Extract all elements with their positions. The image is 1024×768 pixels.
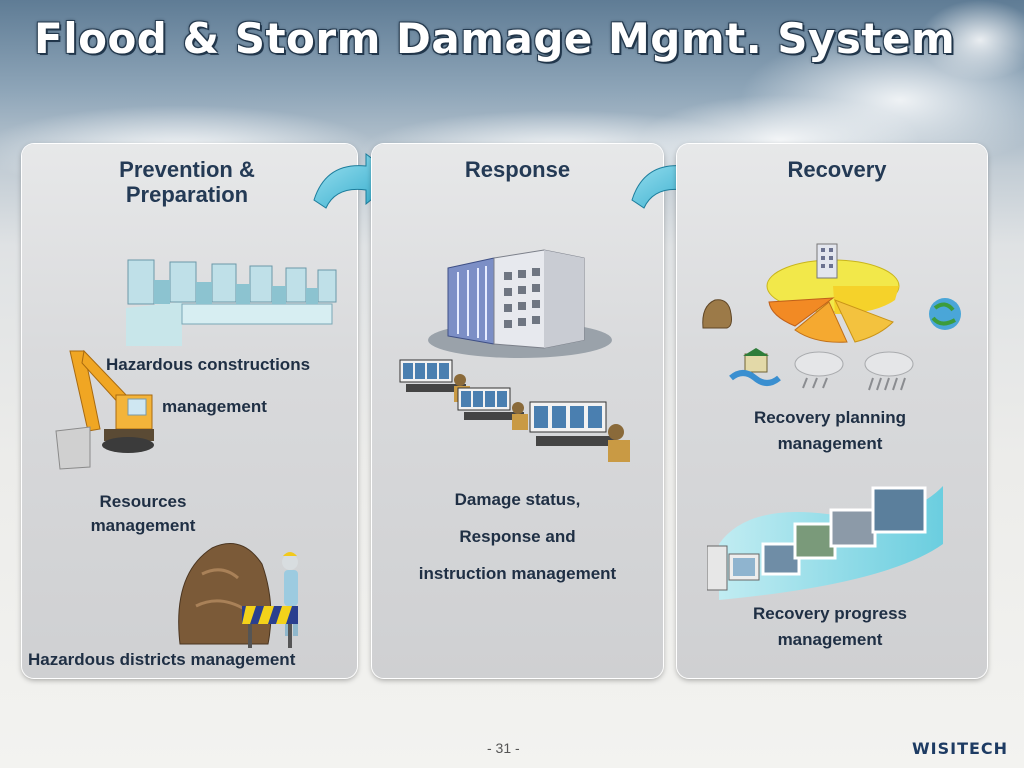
progress-photos-icon — [707, 486, 943, 600]
damage-label-line1: Damage status, — [454, 490, 581, 509]
recovery-planning-line2: management — [777, 434, 883, 453]
prevention-title-line1: Prevention & — [119, 157, 255, 182]
recovery-planning-label: Recovery planning management — [677, 405, 983, 457]
page-title: Flood & Storm Damage Mgmt. System — [34, 14, 956, 63]
excavator-icon — [55, 349, 154, 470]
damage-label-line3: instruction management — [418, 564, 617, 583]
rock-icon — [702, 299, 732, 329]
recovery-planning-line1: Recovery planning — [753, 408, 907, 427]
page-number: - 31 - — [487, 740, 520, 756]
flood-house-icon — [729, 348, 781, 386]
resources-label-line2: management — [90, 516, 196, 535]
hazardous-districts-label: Hazardous districts management — [28, 650, 296, 669]
hazardous-constructions-label-line2: management — [162, 397, 267, 416]
hazardous-constructions-label-line1: Hazardous constructions — [106, 355, 311, 374]
response-panel: Response — [372, 144, 663, 678]
weather-icons-row — [729, 348, 914, 391]
recovery-panel: Recovery Recovery planning — [677, 144, 987, 678]
recovery-title: Recovery — [787, 157, 887, 182]
resources-label-line1: Resources — [99, 492, 187, 511]
rain-cloud-icon — [794, 351, 844, 389]
recovery-progress-label: Recovery progress management — [677, 601, 983, 653]
pie-chart-icon — [766, 243, 900, 343]
prevention-title: Prevention & Preparation — [102, 157, 272, 207]
building-icon — [428, 249, 612, 358]
recovery-progress-line2: management — [777, 630, 883, 649]
prevention-panel: Prevention & Preparation Haz — [22, 144, 357, 678]
recycle-globe-icon — [929, 298, 961, 330]
resources-label: Resources management — [68, 490, 218, 538]
response-title: Response — [464, 157, 571, 182]
storm-cloud-icon — [864, 351, 914, 391]
control-room-icon — [399, 359, 630, 462]
prevention-title-line2: Preparation — [125, 182, 249, 207]
landslide-icon — [178, 543, 298, 648]
company-logo: WISITECH — [912, 739, 1009, 758]
damage-label-line2: Response and — [459, 527, 576, 546]
damage-status-label: Damage status, Response and instruction … — [372, 481, 663, 592]
dam-icon — [126, 259, 337, 346]
recovery-progress-line1: Recovery progress — [752, 604, 908, 623]
